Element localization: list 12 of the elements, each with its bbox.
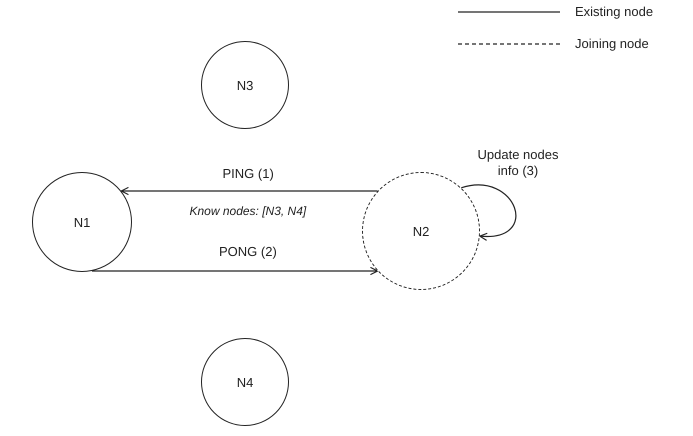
legend-label: Joining node [575,36,649,51]
arrow [92,266,378,276]
legend-label: Existing node [575,4,654,19]
node-label: N4 [236,374,254,390]
edge-label: PING (1) [220,166,276,182]
node-label: N3 [236,78,254,92]
arrow [461,184,516,240]
arrow [120,186,378,196]
message-note: Know nodes: [N3, N4] [188,203,308,219]
node-label: N2 [412,224,430,238]
edge-label: PONG (2) [217,244,279,260]
node-label: N1 [74,214,90,230]
